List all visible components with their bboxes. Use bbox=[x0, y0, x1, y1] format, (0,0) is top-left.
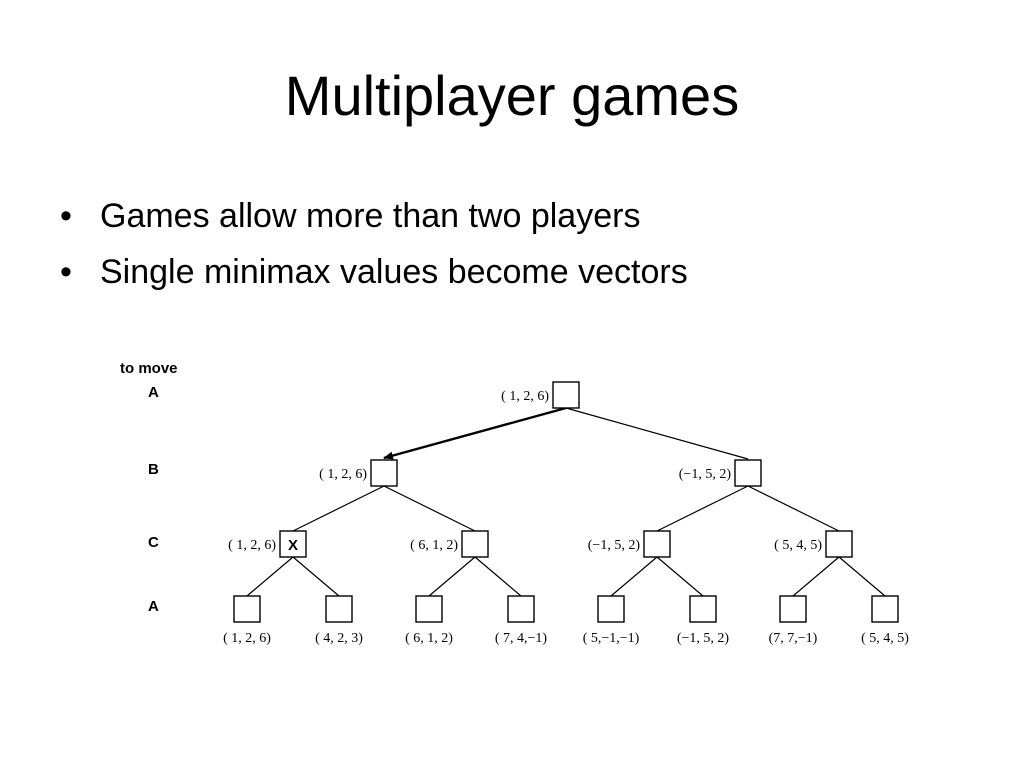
node-c-3-value: (−1, 5, 2) bbox=[588, 538, 641, 553]
node-c-4 bbox=[825, 530, 853, 558]
tree-edge bbox=[474, 556, 522, 597]
tree-edge bbox=[656, 485, 749, 532]
node-b-right bbox=[734, 459, 762, 487]
leaf-value-6: (−1, 5, 2) bbox=[677, 631, 730, 646]
leaf-node-8 bbox=[871, 595, 899, 623]
leaf-node-7 bbox=[779, 595, 807, 623]
to-move-header: to move bbox=[120, 360, 178, 377]
root-node bbox=[552, 381, 580, 409]
leaf-value-5: ( 5,−1,−1) bbox=[583, 631, 640, 646]
bullet-list: • Games allow more than two players • Si… bbox=[60, 188, 688, 300]
leaf-node-6 bbox=[689, 595, 717, 623]
leaf-value-1: ( 1, 2, 6) bbox=[223, 631, 271, 646]
bullet-dot-icon: • bbox=[60, 197, 72, 235]
bullet-item: • Single minimax values become vectors bbox=[60, 244, 688, 300]
tree-edge bbox=[747, 485, 840, 532]
node-b-right-value: (−1, 5, 2) bbox=[679, 467, 732, 482]
level-label-c: C bbox=[148, 534, 159, 551]
node-c-1 bbox=[279, 530, 307, 558]
tree-edge bbox=[565, 407, 749, 460]
level-label-a-leaf: A bbox=[148, 598, 159, 615]
slide-title: Multiplayer games bbox=[284, 64, 740, 127]
tree-edge bbox=[292, 556, 340, 597]
bullet-text: Games allow more than two players bbox=[100, 197, 641, 235]
leaf-node-4 bbox=[507, 595, 535, 623]
node-c-4-value: ( 5, 4, 5) bbox=[774, 538, 822, 553]
root-value: ( 1, 2, 6) bbox=[501, 389, 549, 404]
tree-edge bbox=[246, 556, 294, 597]
bullet-text: Single minimax values become vectors bbox=[100, 253, 688, 291]
node-c-3 bbox=[643, 530, 671, 558]
leaf-node-1 bbox=[233, 595, 261, 623]
tree-edge bbox=[838, 556, 886, 597]
level-label-a: A bbox=[148, 384, 159, 401]
leaf-node-2 bbox=[325, 595, 353, 623]
leaf-value-3: ( 6, 1, 2) bbox=[405, 631, 453, 646]
tree-edge bbox=[610, 556, 658, 597]
tree-edges bbox=[246, 406, 886, 597]
tree-edge bbox=[428, 556, 476, 597]
bullet-item: • Games allow more than two players bbox=[60, 188, 688, 244]
node-b-left-value: ( 1, 2, 6) bbox=[319, 467, 367, 482]
leaf-value-7: (7, 7,−1) bbox=[769, 631, 818, 646]
tree-edge bbox=[383, 485, 476, 532]
node-c-2 bbox=[461, 530, 489, 558]
node-c-2-value: ( 6, 1, 2) bbox=[410, 538, 458, 553]
node-c-1-value: ( 1, 2, 6) bbox=[228, 538, 276, 553]
best-move-arrow bbox=[383, 406, 567, 460]
leaf-node-5 bbox=[597, 595, 625, 623]
level-label-b: B bbox=[148, 461, 159, 478]
bullet-dot-icon: • bbox=[60, 253, 72, 291]
leaf-node-3 bbox=[415, 595, 443, 623]
tree-edge bbox=[292, 485, 385, 532]
leaf-value-2: ( 4, 2, 3) bbox=[315, 631, 363, 646]
node-b-left bbox=[370, 459, 398, 487]
leaf-value-4: ( 7, 4,−1) bbox=[495, 631, 548, 646]
tree-edge bbox=[792, 556, 840, 597]
tree-edge bbox=[656, 556, 704, 597]
tree-nodes bbox=[233, 381, 899, 623]
leaf-value-8: ( 5, 4, 5) bbox=[861, 631, 909, 646]
node-c-1-mark: X bbox=[288, 537, 298, 554]
